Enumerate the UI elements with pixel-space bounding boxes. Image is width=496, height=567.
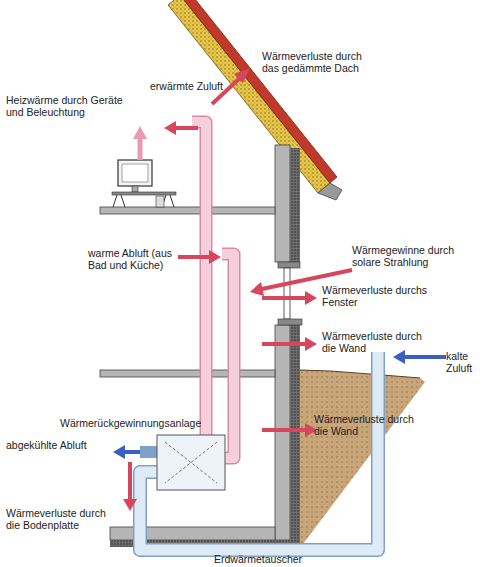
cold-air-label: kalte Zuluft: [446, 350, 496, 374]
monitor-stand: [132, 186, 138, 192]
monitor: [118, 160, 152, 186]
floor-loss-label: Wärmeverluste durch die Bodenplatte: [6, 507, 121, 531]
arrow-head: [113, 445, 125, 459]
supply-air-arrow: [174, 126, 198, 130]
monitor-screen: [122, 164, 148, 182]
wall-insulation-upper: [290, 148, 300, 262]
cooled-air-label: abgekühlte Abluft: [6, 439, 116, 451]
arrow-head: [305, 337, 317, 351]
cold-air-arrow: [404, 355, 446, 359]
arrow-head: [133, 126, 147, 139]
wall-loss-label: Wärmeverluste durch die Wand: [322, 330, 432, 354]
roof-eave: [318, 183, 342, 200]
desk-legs: [113, 195, 174, 207]
cooled-air-arrow: [124, 450, 140, 454]
window-lintel: [278, 262, 300, 268]
exhaust-air-arrow: [178, 255, 210, 259]
window-loss-label: Wärmeverluste durchs Fenster: [322, 284, 432, 308]
device-heat-label: Heizwärme durch Geräte und Beleuchtung: [6, 94, 124, 118]
intake-duct-outline: [140, 352, 378, 550]
heat-recovery-unit: [157, 435, 225, 490]
desk-top: [112, 192, 176, 195]
ground-line: [300, 370, 420, 378]
exhaust-duct-outline: [222, 254, 234, 458]
heat-exchanger-cross: [165, 442, 217, 483]
window-pane: [284, 268, 290, 319]
wall-insulation-lower: [290, 325, 300, 547]
earth-exchanger-label: Erdwärmetauscher: [214, 553, 334, 565]
upper-floor-slab: [100, 207, 275, 214]
floor-loss-arrow: [128, 462, 132, 500]
computer-tower: [156, 196, 164, 207]
middle-floor-slab: [100, 370, 275, 377]
solar-gain-label: Wärmegewinne durch solare Strahlung: [352, 244, 482, 268]
exhaust-air-label: warme Abluft (aus Bad und Küche): [88, 247, 188, 271]
roof-loss-label: Wärmeverluste durch das gedämmte Dach: [262, 50, 374, 74]
exhaust-duct: [222, 254, 234, 458]
supply-air-label: erwärmte Zuluft: [150, 80, 240, 92]
ground-soil: [300, 370, 425, 548]
supply-duct: [192, 122, 206, 440]
window-loss-arrow: [262, 296, 306, 300]
arrow-head: [305, 291, 317, 305]
arrow-head: [209, 250, 221, 264]
outlet-duct: [140, 446, 157, 458]
arrow-head: [123, 499, 137, 511]
heat-recovery-label: Wärmerückgewinnungsanlage: [60, 417, 210, 429]
wall-loss-arrow: [262, 428, 306, 432]
wall-lower: [275, 325, 290, 540]
arrow-head: [234, 68, 250, 83]
supply-duct-outline: [192, 122, 206, 440]
wall-loss-arrow: [262, 342, 306, 346]
arrow-head: [250, 282, 264, 296]
wall-loss-label: Wärmeverluste durch die Wand: [314, 413, 424, 437]
arrow-head: [164, 121, 176, 135]
window-sill: [278, 319, 302, 325]
arrow-head: [393, 350, 405, 364]
wall-upper: [275, 145, 290, 262]
roof-insulation: [168, 0, 330, 193]
intake-duct: [140, 352, 378, 550]
device-heat-arrow: [138, 138, 143, 160]
